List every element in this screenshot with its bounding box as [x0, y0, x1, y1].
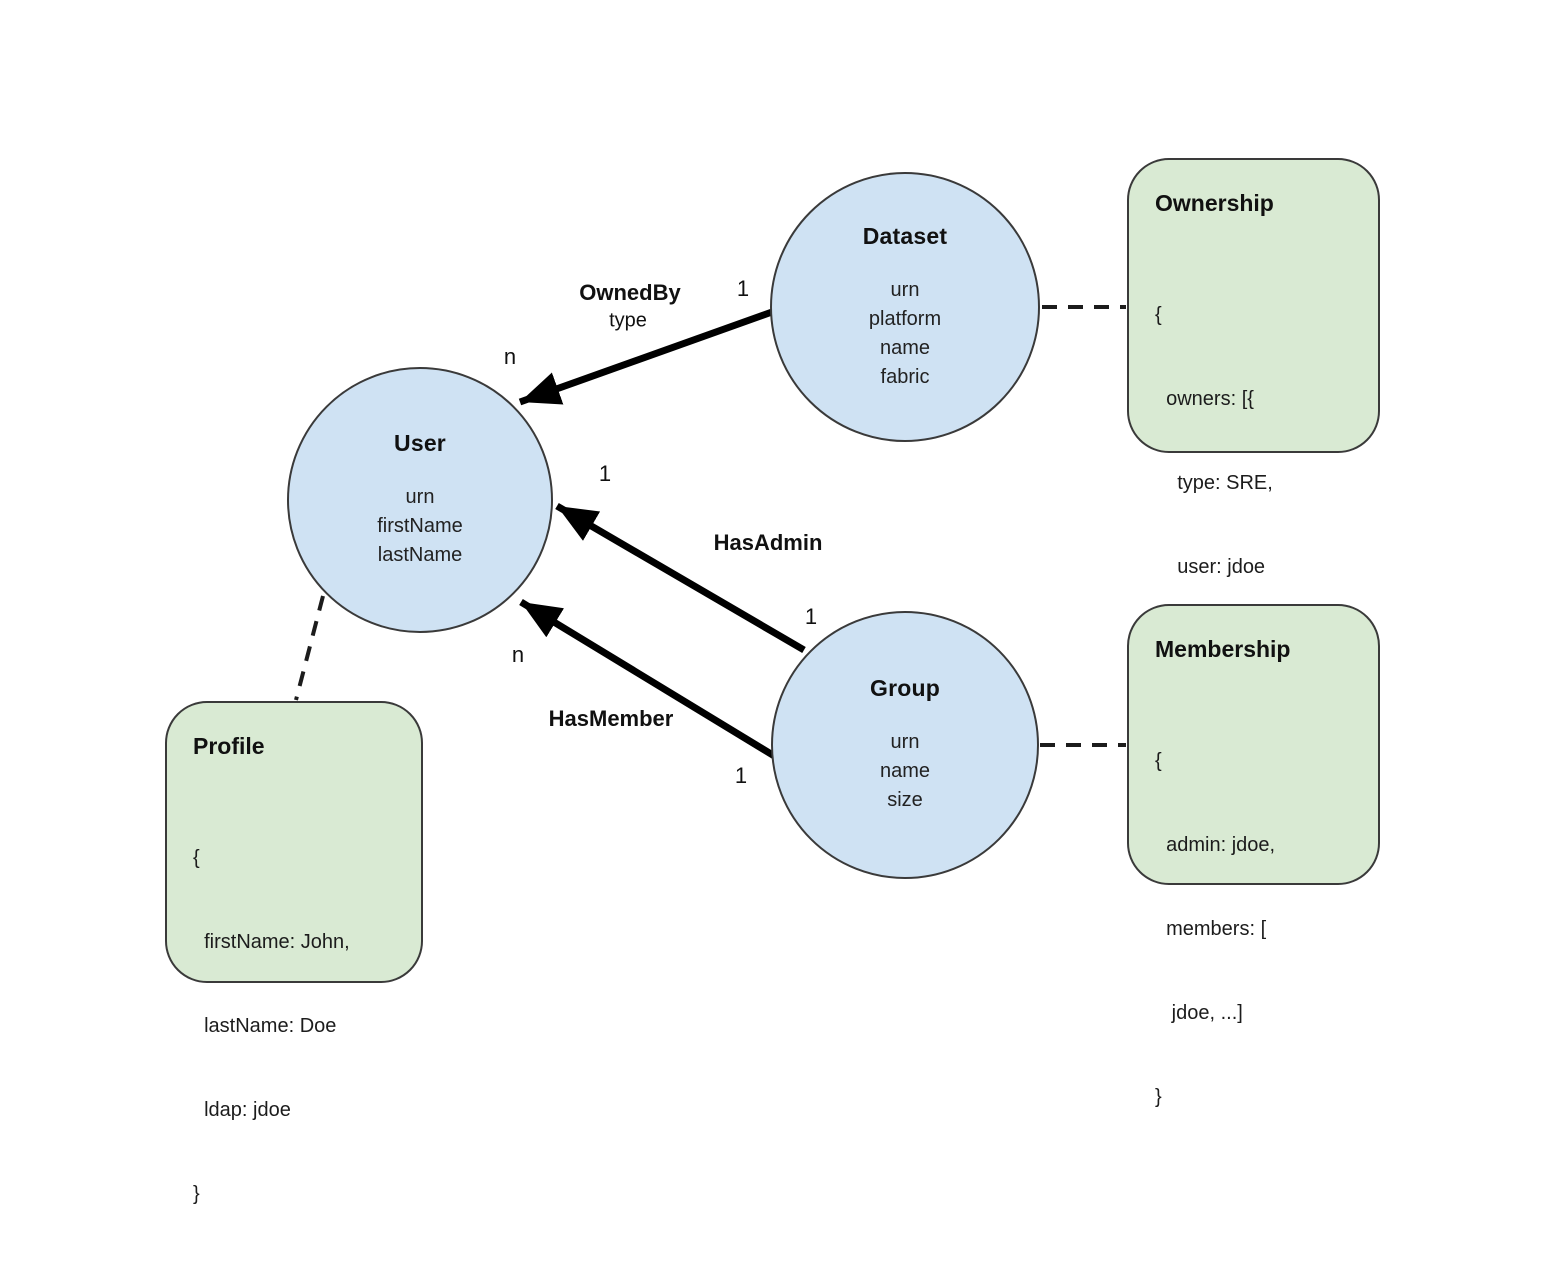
code-line: { — [1155, 304, 1162, 326]
code-line: admin: jdoe, — [1155, 834, 1276, 856]
aspect-code: { admin: jdoe, members: [ jdoe, ...] } — [1155, 691, 1352, 1167]
entity-attribute: name — [879, 760, 931, 782]
cardinality-hasadmin-source: 1 — [804, 604, 818, 629]
entity-attribute: fabric — [880, 365, 930, 388]
code-line: members: [ — [1155, 918, 1267, 940]
entity-attribute: name — [879, 336, 931, 359]
cardinality-ownedby-source: 1 — [736, 276, 750, 301]
code-line: { — [1155, 750, 1162, 772]
edge-hasmember-line — [519, 599, 778, 760]
entity-attribute: size — [887, 789, 923, 811]
cardinality-hasmember-source: 1 — [734, 763, 748, 788]
aspect-code: { firstName: John, lastName: Doe ldap: j… — [193, 788, 395, 1264]
entity-attribute: urn — [405, 486, 435, 508]
entity-node-group: Group urn name size — [771, 611, 1039, 879]
entity-title-user: User — [394, 430, 446, 456]
entity-title-group: Group — [870, 675, 940, 701]
edge-label-hasmember: HasMember — [548, 706, 674, 731]
edge-hasadmin-line — [555, 502, 806, 654]
code-line: ldap: jdoe — [193, 1099, 291, 1121]
edge-label-hasadmin: HasAdmin — [713, 530, 823, 555]
code-line: firstName: John, — [193, 931, 350, 953]
aspect-title-membership: Membership — [1155, 636, 1291, 662]
code-line: type: SRE, — [1155, 472, 1273, 494]
code-line: user: jdoe — [1155, 556, 1266, 578]
code-line: { — [193, 847, 200, 869]
entity-attribute: lastName — [377, 544, 463, 566]
aspect-box-membership: Membership { admin: jdoe, members: [ jdo… — [1127, 604, 1380, 1108]
edge-sublabel-ownedby-type: type — [609, 309, 647, 332]
code-line: owners: [{ — [1155, 388, 1254, 410]
entity-node-user: User urn firstName lastName — [287, 367, 553, 633]
entity-attribute: firstName — [377, 515, 463, 537]
entity-node-dataset: Dataset urn platform name fabric — [770, 172, 1040, 442]
edge-layer — [294, 305, 1126, 760]
aspect-box-ownership: Ownership { owners: [{ type: SRE, user: … — [1127, 158, 1380, 746]
cardinality-hasadmin-target: 1 — [598, 461, 612, 486]
aspect-title-profile: Profile — [193, 733, 265, 759]
edge-label-ownedby: OwnedBy — [579, 280, 681, 305]
aspect-title-ownership: Ownership — [1155, 190, 1274, 216]
cardinality-ownedby-target: n — [503, 344, 517, 369]
entity-title-dataset: Dataset — [862, 222, 948, 249]
entity-attribute: urn — [890, 278, 920, 301]
entity-attribute: urn — [890, 731, 920, 753]
link-user-profile — [294, 595, 325, 701]
code-line: jdoe, ...] — [1155, 1002, 1243, 1024]
aspect-box-profile: Profile { firstName: John, lastName: Doe… — [165, 701, 423, 1205]
code-line: } — [1155, 1086, 1162, 1108]
code-line: } — [193, 1183, 200, 1205]
code-line: lastName: Doe — [193, 1015, 337, 1037]
entity-attribute: platform — [868, 307, 942, 330]
edge-ownedby-line — [518, 308, 774, 406]
cardinality-hasmember-target: n — [511, 642, 525, 667]
